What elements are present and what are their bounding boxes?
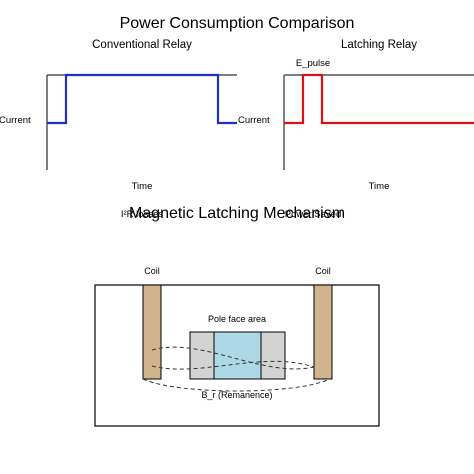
coil-left: [142, 284, 162, 380]
flux-lines: [142, 346, 331, 392]
pole-left-block: [189, 331, 215, 380]
coil-right: [313, 284, 333, 380]
coil-left-label: Coil: [144, 266, 160, 276]
e-pulse-label: E_pulse: [296, 58, 330, 69]
power-saved-label: Power Saved: [285, 209, 342, 220]
latching-time-label: Time: [369, 181, 390, 192]
i2r-losses-label: I²R losses: [121, 209, 163, 220]
conventional-time-label: Time: [132, 181, 153, 192]
pole-right-block: [260, 331, 286, 380]
conventional-relay-title: Conventional Relay: [92, 39, 192, 51]
pole-face-area: [213, 331, 262, 380]
coil-right-label: Coil: [315, 266, 331, 276]
conventional-axes: [46, 74, 237, 170]
conventional-left-current-label: Current: [0, 115, 31, 126]
yoke-frame: [94, 284, 380, 427]
conventional-right-current-label: Current: [238, 115, 270, 126]
main-title: Power Consumption Comparison: [120, 15, 355, 32]
remanence-label: B_r (Remanence): [201, 390, 272, 400]
pole-face-label: Pole face area: [208, 314, 266, 324]
mechanism-title: Magnetic Latching Mechanism: [129, 205, 345, 222]
conventional-current-trace: [47, 73, 237, 125]
latching-current-trace: [284, 73, 474, 125]
latching-relay-title: Latching Relay: [341, 39, 417, 51]
